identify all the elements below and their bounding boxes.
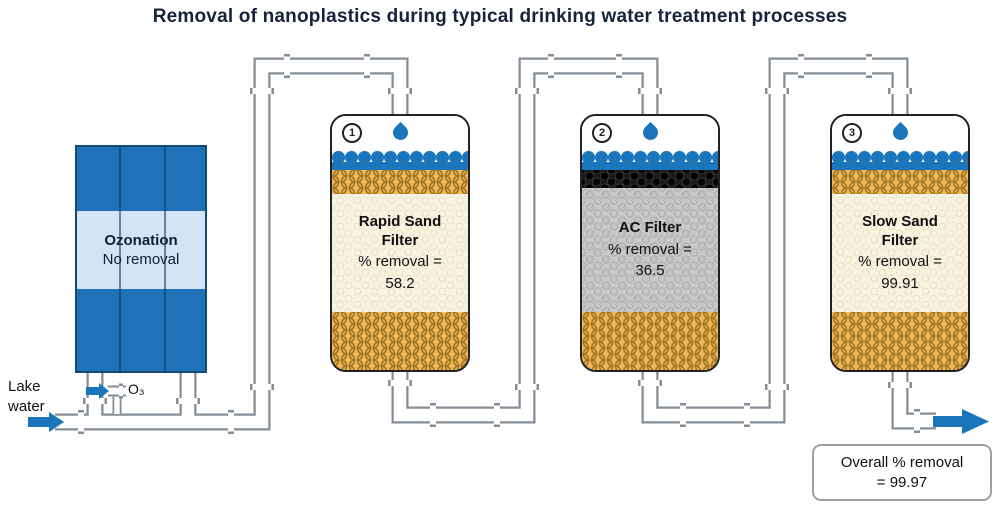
removal-label: % removal = — [608, 240, 692, 258]
treated-water-outflow-arrow-icon — [933, 409, 989, 434]
step-number: 2 — [598, 127, 606, 139]
water-surface — [832, 150, 968, 162]
ozonation-removal: No removal — [102, 251, 180, 268]
tank-name: Rapid Sand Filter — [358, 212, 442, 249]
tank-headspace: 2 — [582, 116, 718, 150]
ozonation-divider — [119, 147, 121, 371]
lake-water-label: Lake water — [8, 378, 45, 415]
activated-carbon-layer — [582, 170, 718, 188]
removal-label: % removal = — [358, 253, 442, 271]
ozone-label: O₃ — [128, 381, 145, 397]
carbon-media: AC Filter % removal = 36.5 — [582, 188, 718, 312]
step-badge: 3 — [842, 123, 862, 143]
water-layer — [332, 162, 468, 170]
water-surface — [332, 150, 468, 162]
tank-headspace: 1 — [332, 116, 468, 150]
ozonation-divider — [164, 147, 166, 371]
sand-media: Rapid Sand Filter % removal = 58.2 — [332, 194, 468, 312]
diagram-title: Removal of nanoplastics during typical d… — [152, 6, 848, 27]
step-number: 3 — [848, 127, 856, 139]
gravel-layer-bottom — [832, 312, 968, 370]
tank-headspace: 3 — [832, 116, 968, 150]
removal-label: % removal = — [858, 253, 942, 271]
tank-slow-sand-filter: 3 Slow Sand Filter % removal = 99.91 — [830, 114, 970, 372]
water-droplet-icon — [639, 121, 662, 144]
water-layer — [832, 162, 968, 170]
gravel-layer-bottom — [332, 312, 468, 370]
tank-ac-filter: 2 AC Filter % removal = 36.5 — [580, 114, 720, 372]
tank-name: AC Filter — [618, 219, 682, 237]
water-layer — [582, 162, 718, 170]
ozone-injection-arrow-icon — [86, 383, 109, 399]
step-badge: 2 — [592, 123, 612, 143]
overall-removal-box: Overall % removal = 99.97 — [812, 444, 992, 501]
overall-removal-line2: = 99.97 — [876, 473, 928, 491]
step-badge: 1 — [342, 123, 362, 143]
ozonation-name: Ozonation — [104, 232, 178, 249]
removal-value: 99.91 — [881, 274, 919, 292]
overall-removal-line1: Overall % removal — [840, 454, 964, 471]
sand-media: Slow Sand Filter % removal = 99.91 — [832, 194, 968, 312]
tank-rapid-sand-filter: 1 Rapid Sand Filter % removal = 58.2 — [330, 114, 470, 372]
pipe-flange-fill — [78, 56, 920, 432]
lake-inflow-arrow-icon — [28, 412, 64, 432]
gravel-layer-top — [332, 170, 468, 194]
tank-name: Slow Sand Filter — [862, 212, 938, 249]
ozonation-label-band: Ozonation No removal — [77, 211, 205, 289]
step-number: 1 — [348, 127, 356, 139]
water-surface — [582, 150, 718, 162]
removal-value: 36.5 — [635, 262, 665, 280]
gravel-layer-bottom — [582, 312, 718, 370]
removal-value: 58.2 — [385, 274, 415, 292]
water-droplet-icon — [389, 121, 412, 144]
gravel-layer-top — [832, 170, 968, 194]
water-droplet-icon — [889, 121, 912, 144]
pipe-fill — [55, 59, 936, 429]
ozonation-tank: Ozonation No removal — [75, 145, 207, 373]
